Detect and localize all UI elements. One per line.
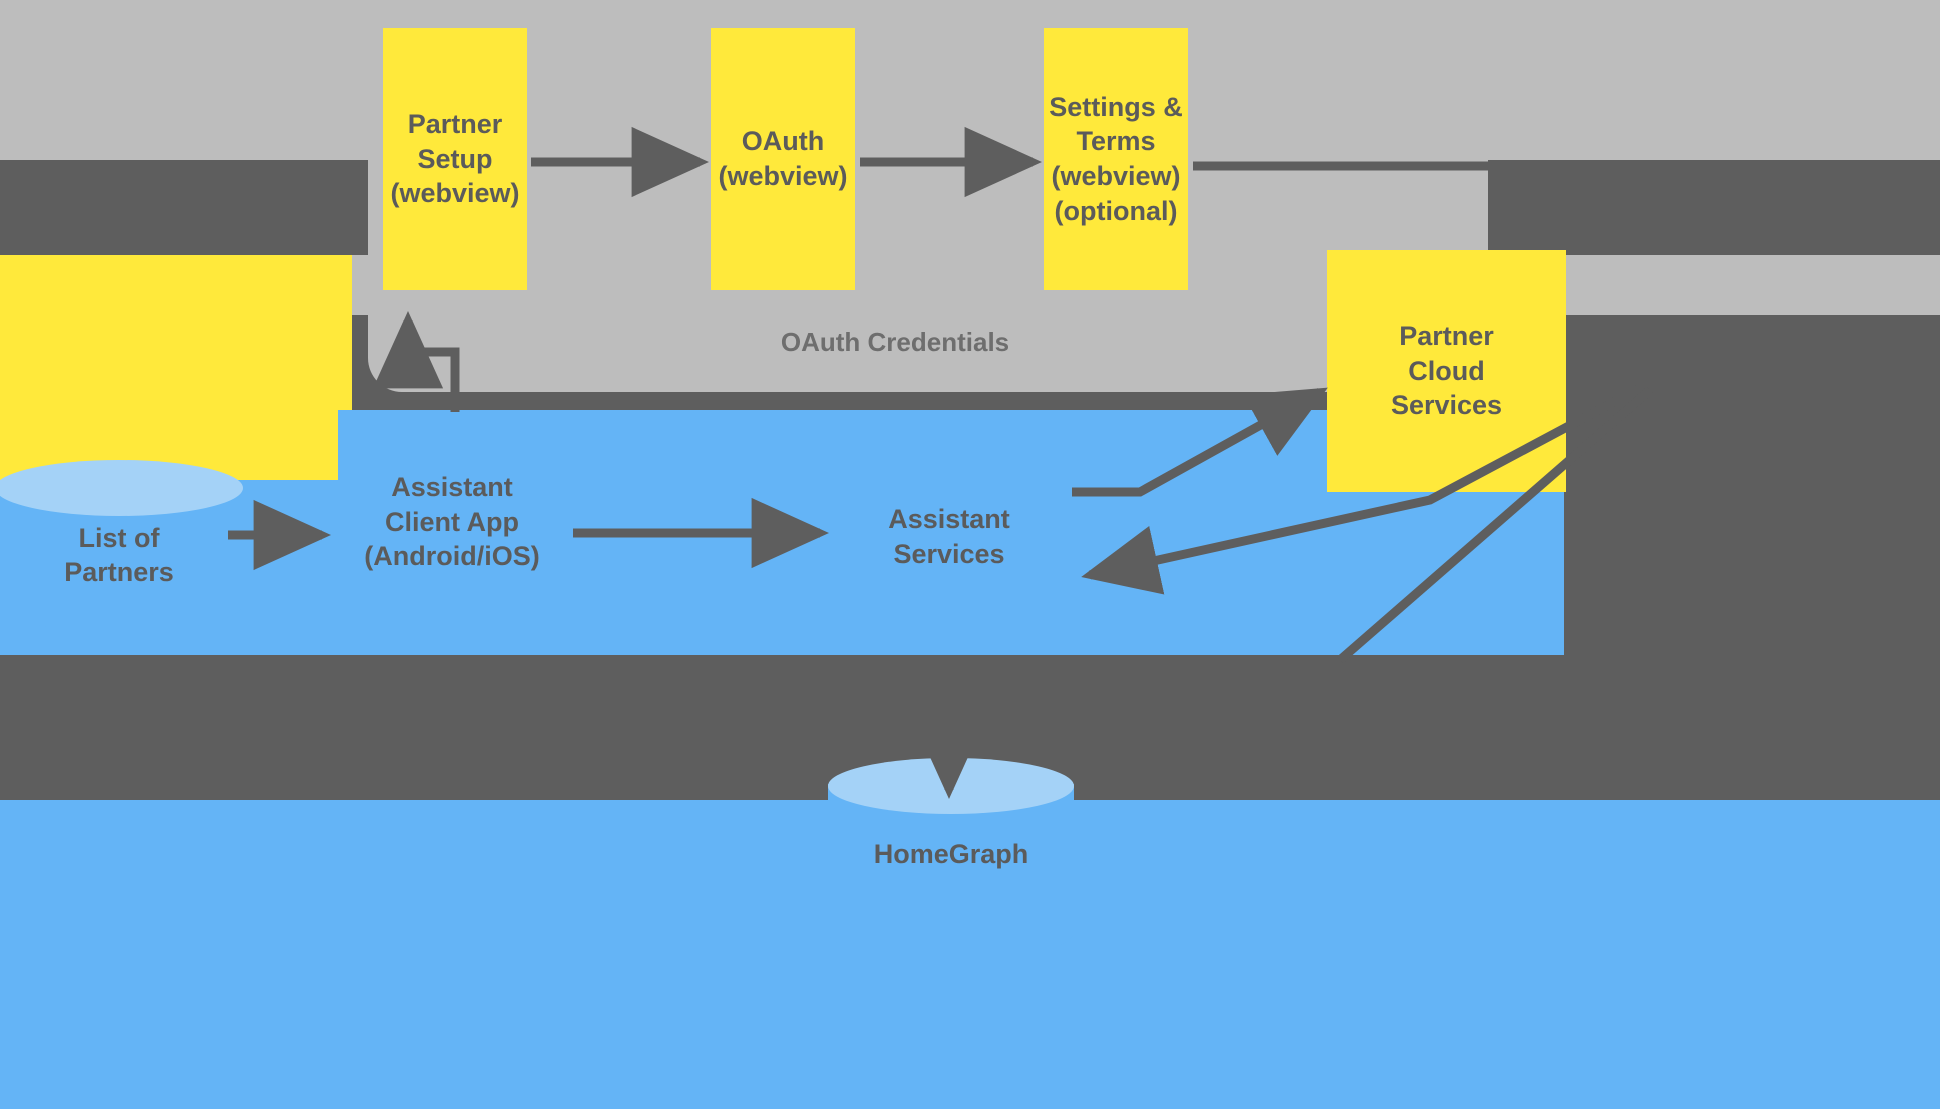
webview-box-oauth-label: OAuth (webview) — [718, 126, 848, 191]
webview-box-settings-terms[interactable]: Settings & Terms (webview) (optional) — [1044, 28, 1188, 290]
node-assistant-services[interactable]: Assistant Services — [888, 504, 1010, 569]
list-of-partners-cylinder-bottom — [0, 576, 243, 632]
node-partner-cloud-services-label: Partner Cloud Services — [1390, 321, 1503, 421]
webview-box-partner-setup-label: Partner Setup (webview) — [390, 109, 520, 209]
edge-label-oauth-credentials: OAuth Credentials — [780, 327, 1010, 357]
node-assistant-client-app[interactable]: Assistant Client App (Android/iOS) — [364, 472, 540, 572]
node-list-of-partners[interactable]: List of Partners — [0, 460, 243, 632]
webview-box-partner-setup[interactable]: Partner Setup (webview) — [383, 28, 527, 290]
node-home-graph-label: HomeGraph — [873, 839, 1029, 869]
list-of-partners-cylinder-top — [0, 460, 243, 516]
webview-box-settings-terms-label: Settings & Terms (webview) (optional) — [1049, 91, 1183, 226]
background-block-yellow-left — [0, 255, 352, 480]
node-list-of-partners-label: List of Partners — [64, 523, 174, 587]
home-graph-cylinder-bottom — [828, 904, 1074, 960]
webview-box-oauth[interactable]: OAuth (webview) — [711, 28, 855, 290]
home-graph-cylinder-top — [828, 758, 1074, 814]
node-partner-cloud-services[interactable]: Partner Cloud Services — [1327, 250, 1566, 492]
node-home-graph[interactable]: HomeGraph — [828, 758, 1074, 960]
